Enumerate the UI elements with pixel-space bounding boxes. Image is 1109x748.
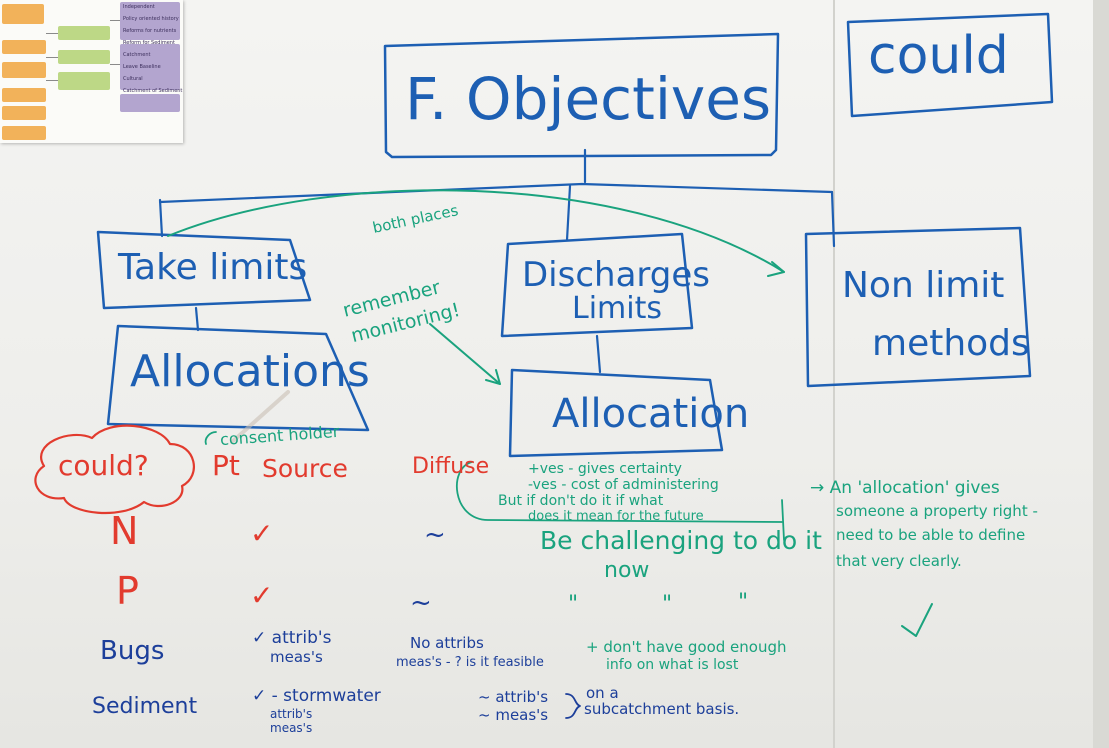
flowchart-box: [58, 72, 110, 90]
smudge: [230, 390, 290, 444]
paper-note-line: Reforms for nutrients: [123, 28, 177, 34]
flowchart-connector: [46, 57, 58, 58]
row-p-diffuse: ~: [410, 588, 432, 618]
notes-bracket: [456, 461, 783, 523]
flowchart-box: [2, 106, 46, 120]
flowchart-box: [120, 94, 180, 112]
row-bugs-note-2: info on what is lost: [606, 657, 739, 673]
could-box-outline: [846, 12, 1054, 118]
bottom-check: [901, 603, 933, 637]
non-limit-box: [804, 226, 1032, 388]
diffuse-header: Diffuse: [412, 454, 490, 479]
row-label-bugs: Bugs: [100, 636, 165, 666]
row-sediment-diffuse-2: ~ meas's: [478, 706, 549, 724]
title-box-outline: [383, 32, 780, 159]
paper-note-line: Catchment of Sediment: [123, 88, 183, 94]
paper-note-line: Reform for Sediment: [123, 40, 175, 46]
paper-note-line: Policy oriented history: [123, 16, 179, 22]
discharges-box: [500, 232, 694, 338]
both-places-arrow: [167, 189, 785, 273]
row-sediment-pt-2: attrib's: [270, 707, 313, 721]
source-header: Source: [262, 454, 348, 483]
allocations-box: [106, 324, 370, 432]
row-n-pt: ✓: [250, 517, 274, 550]
row-label-p: P: [116, 569, 139, 613]
ditto-mark: ": [662, 592, 673, 617]
wall-edge: [1093, 0, 1109, 748]
could-header: could?: [58, 449, 149, 482]
branch-drop-middle: [565, 184, 572, 242]
pros-note: +ves - gives certainty: [528, 461, 682, 477]
flowchart-box: [2, 88, 46, 102]
flowchart-box: [120, 2, 180, 40]
paper-note-line: Cultural: [123, 76, 143, 82]
flowchart-box: [2, 4, 44, 24]
paper-note-line: Catchment: [123, 52, 151, 58]
definition-line-3: need to be able to define: [836, 526, 1026, 544]
flowchart-box: [2, 126, 46, 140]
allocation-label: Allocation: [552, 391, 750, 437]
discharges-stem: [595, 334, 602, 374]
allocation-box: [508, 368, 724, 458]
row-sediment-note-2: subcatchment basis.: [584, 700, 740, 718]
paper-note-line: Leave Baseline: [123, 64, 161, 70]
row-bugs-diffuse-2: meas's - ? is it feasible: [396, 655, 544, 670]
flowchart-connector: [110, 64, 120, 65]
row-label-sediment: Sediment: [92, 694, 198, 719]
flowchart-connector: [46, 80, 58, 81]
row-sediment-pt-3: meas's: [270, 721, 313, 735]
flowchart-box: [2, 40, 46, 54]
take-limits-stem: [194, 306, 200, 332]
discharges-label: Discharges: [522, 255, 711, 295]
flowchart-box: [58, 50, 110, 64]
flowchart-connector: [110, 20, 120, 21]
priority-label: could: [868, 26, 1009, 86]
row-sediment-pt: ✓ - stormwater: [252, 686, 381, 706]
now-note: now: [604, 558, 650, 583]
take-limits-box: [96, 230, 312, 310]
paper-note-line: Independent: [123, 4, 155, 10]
branch-bar: [158, 182, 834, 204]
flowchart-box: [120, 44, 180, 90]
row-bugs-note: + don't have good enough: [586, 638, 787, 656]
row-bugs-diffuse: No attribs: [410, 634, 484, 652]
limits-label: Limits: [572, 291, 662, 326]
row-sediment-diffuse: ~ attrib's: [478, 688, 549, 706]
definition-line-2: someone a property right -: [836, 502, 1038, 520]
definition-line-4: that very clearly.: [836, 552, 962, 570]
consent-bracket: [204, 431, 217, 445]
branch-drop-right: [830, 190, 836, 248]
pt-header: Pt: [212, 449, 240, 482]
allocations-label: Allocations: [130, 346, 370, 397]
challenging-note: Be challenging to do it: [540, 526, 822, 555]
ditto-mark: ": [568, 592, 579, 617]
could-cloud: [34, 424, 195, 515]
flowchart-connector: [46, 33, 58, 34]
title-text: F. Objectives: [405, 65, 772, 133]
cons-note: -ves - cost of administering: [528, 477, 719, 493]
methods-label: methods: [872, 323, 1030, 364]
ditto-mark: ": [738, 590, 749, 615]
row-n-diffuse: ~: [424, 520, 446, 550]
row-bugs-pt-2: meas's: [270, 648, 323, 666]
flowchart-box: [2, 62, 46, 78]
row-bugs-pt: ✓ attrib's: [252, 628, 332, 648]
sediment-brace: [565, 693, 581, 719]
but-if-note: But if don't do it if what: [498, 493, 664, 509]
whiteboard-seam: [833, 0, 835, 748]
non-limit-label: Non limit: [842, 265, 1005, 306]
row-sediment-note: on a: [586, 684, 619, 702]
future-note: does it mean for the future: [528, 509, 704, 524]
branch-drop-left: [158, 198, 164, 238]
take-limits-label: Take limits: [118, 247, 308, 288]
row-label-n: N: [110, 509, 139, 553]
remember-arrow: [429, 323, 501, 385]
row-p-pt: ✓: [250, 579, 274, 612]
definition-line-1: → An 'allocation' gives: [810, 478, 1000, 498]
flowchart-box: [58, 26, 110, 40]
